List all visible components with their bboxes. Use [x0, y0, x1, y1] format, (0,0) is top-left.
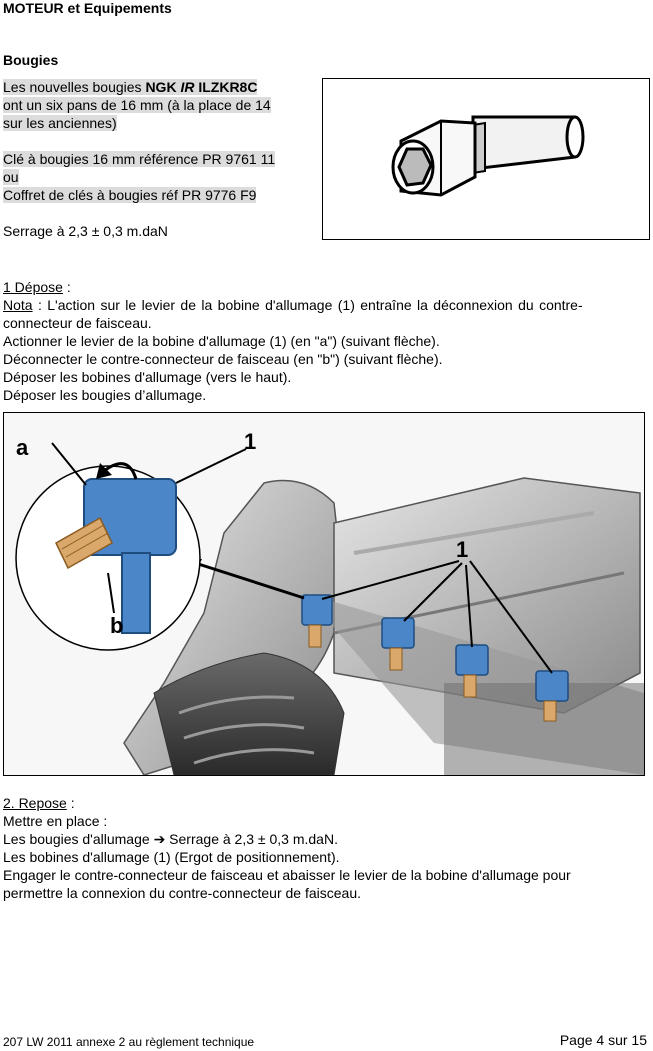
- depose-heading-suffix: :: [62, 279, 71, 295]
- nota-text-1: : L'action sur le levier de la bobine d'…: [32, 297, 583, 313]
- repose-line-5: permettre la connexion du contre-connect…: [3, 885, 361, 901]
- tool-text-1: Clé à bougies 16 mm référence PR 9761 11: [3, 151, 276, 167]
- page-header-title: MOTEUR et Equipements: [3, 0, 172, 16]
- repose-line-1: Mettre en place :: [3, 813, 108, 829]
- depose-heading-label: 1 Dépose: [3, 279, 63, 295]
- intro-line-3: sur les anciennes): [3, 115, 117, 132]
- depose-step-2: Déconnecter le contre-connecteur de fais…: [3, 351, 443, 367]
- engine-coil-illustration: [4, 413, 644, 775]
- intro-prefix: Les nouvelles bougies: [3, 79, 146, 95]
- label-1-coils: 1: [456, 537, 469, 562]
- repose-l2-post: Serrage à 2,3 ± 0,3 m.daN.: [165, 831, 338, 847]
- tool-line-3: Coffret de clés à bougies réf PR 9776 F9: [3, 187, 257, 204]
- label-1-zoom: 1: [244, 429, 257, 454]
- label-b: b: [110, 613, 124, 638]
- repose-line-2: Les bougies d'allumage ➔ Serrage à 2,3 ±…: [3, 831, 338, 848]
- tool-line-1: Clé à bougies 16 mm référence PR 9761 11: [3, 151, 276, 168]
- repose-line-4: Engager le contre-connecteur de faisceau…: [3, 867, 571, 883]
- spark-plug-socket-figure: [322, 78, 650, 240]
- nota-label: Nota: [3, 297, 33, 313]
- intro-text-2: ont un six pans de 16 mm (à la place de …: [3, 97, 271, 113]
- tool-text-3: Coffret de clés à bougies réf PR 9776 F9: [3, 187, 257, 203]
- nota-line-2: connecteur de faisceau.: [3, 315, 152, 331]
- repose-l2-pre: Les bougies d'allumage: [3, 831, 154, 847]
- arrow-icon: ➔: [153, 831, 166, 847]
- torque-spec: Serrage à 2,3 ± 0,3 m.daN: [3, 223, 168, 239]
- section-title-bougies: Bougies: [3, 52, 59, 68]
- label-a: a: [16, 435, 29, 460]
- brand-ngk: NGK: [145, 79, 177, 95]
- repose-line-3: Les bobines d'allumage (1) (Ergot de pos…: [3, 849, 340, 865]
- brand-ir: IR: [180, 79, 195, 95]
- depose-step-3: Déposer les bobines d'allumage (vers le …: [3, 369, 292, 385]
- intro-line-1: Les nouvelles bougies NGK IR ILZKR8C: [3, 79, 258, 96]
- plug-reference: ILZKR8C: [198, 79, 258, 95]
- depose-step-4: Déposer les bougies d’allumage.: [3, 387, 207, 403]
- intro-line-2: ont un six pans de 16 mm (à la place de …: [3, 97, 271, 114]
- tool-text-2: ou: [3, 169, 19, 185]
- engine-coil-figure: a b 1 1: [3, 412, 645, 776]
- depose-heading: 1 Dépose :: [3, 279, 71, 296]
- nota-line-1: Nota : L'action sur le levier de la bobi…: [3, 297, 583, 314]
- footer-page-number: Page 4 sur 15: [559, 1032, 647, 1048]
- tool-line-2: ou: [3, 169, 19, 186]
- depose-step-1: Actionner le levier de la bobine d'allum…: [3, 333, 440, 349]
- repose-heading-label: 2. Repose: [3, 795, 67, 811]
- footer-document-title: 207 LW 2011 annexe 2 au règlement techni…: [3, 1035, 255, 1049]
- intro-text-3: sur les anciennes): [3, 115, 117, 131]
- spark-plug-socket-illustration: [391, 115, 585, 197]
- repose-heading: 2. Repose :: [3, 795, 75, 812]
- repose-heading-suffix: :: [66, 795, 75, 811]
